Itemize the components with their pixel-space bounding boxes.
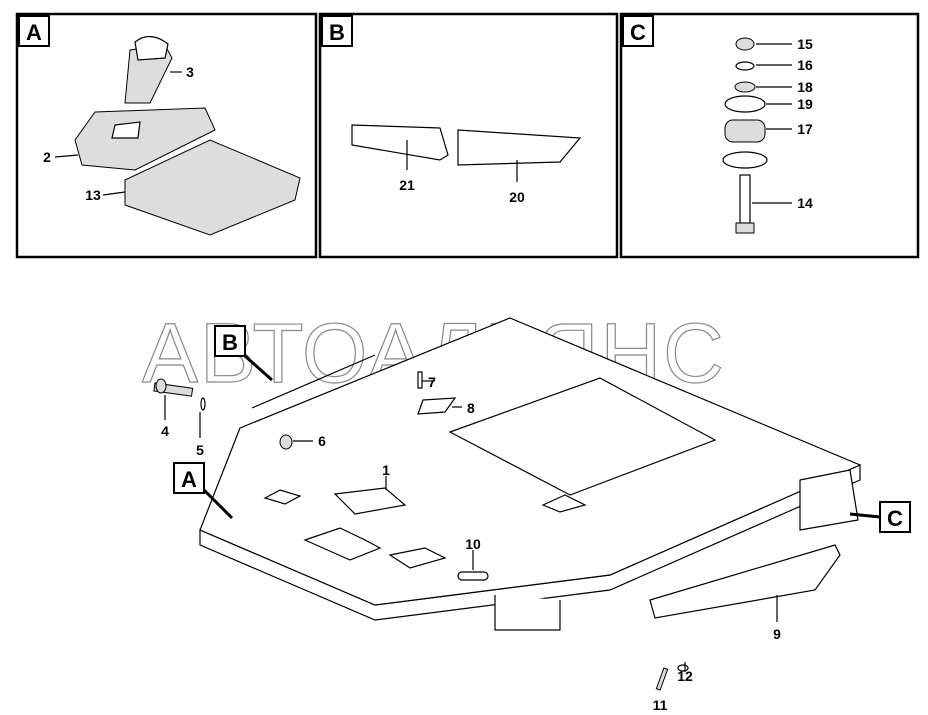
callout-16: 16: [797, 57, 813, 73]
callout-15: 15: [797, 36, 813, 52]
panel-b-label: B: [329, 20, 345, 45]
callout-18: 18: [797, 79, 813, 95]
callout-8: 8: [467, 400, 475, 416]
view-indicator-b: B: [214, 325, 273, 382]
floor-plate-assembly: [153, 317, 862, 691]
callout-4: 4: [161, 423, 169, 439]
bracket-part-21: [351, 124, 449, 161]
svg-text:C: C: [887, 506, 903, 531]
svg-text:B: B: [222, 330, 238, 355]
boot-cover-part-3: [124, 35, 173, 104]
floor-mat-part-13: [124, 139, 301, 236]
callout-6: 6: [318, 433, 326, 449]
callout-5: 5: [196, 442, 204, 458]
floor-mat-part-2: [74, 107, 216, 171]
panel-a-label: A: [26, 20, 42, 45]
callout-7: 7: [428, 374, 436, 390]
panel-c-label: C: [630, 20, 646, 45]
callout-20: 20: [509, 189, 525, 205]
callout-1: 1: [382, 462, 390, 478]
callout-17: 17: [797, 121, 813, 137]
panel-b: B 21 20: [318, 12, 619, 259]
callout-12: 12: [677, 668, 693, 684]
callout-9: 9: [773, 626, 781, 642]
view-indicator-a: A: [173, 462, 234, 520]
svg-text:A: A: [181, 467, 197, 492]
panel-a: A 3 2 13: [15, 12, 318, 259]
callout-10: 10: [465, 536, 481, 552]
callout-14: 14: [797, 195, 813, 211]
panel-c: C 15 16 18 19 17 14: [619, 12, 920, 259]
callout-11: 11: [653, 697, 668, 713]
callout-19: 19: [797, 96, 813, 112]
callout-13: 13: [85, 187, 101, 203]
bracket-part-20: [457, 129, 582, 166]
callout-2: 2: [43, 149, 51, 165]
view-indicator-c: C: [849, 501, 911, 533]
callout-3: 3: [186, 64, 194, 80]
callout-21: 21: [399, 177, 415, 193]
